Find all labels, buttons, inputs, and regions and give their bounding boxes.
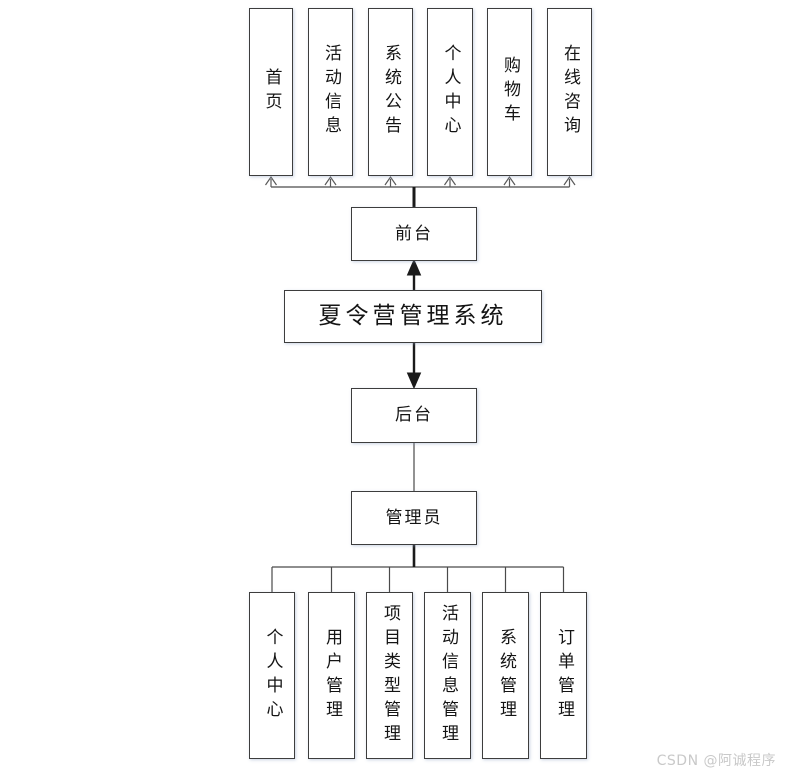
admin-module-project-type-mgmt-label: 项目类型管理 bbox=[380, 603, 400, 748]
front-module-online-consult-label: 在线咨询 bbox=[560, 44, 580, 140]
front-module-online-consult: 在线咨询 bbox=[547, 8, 592, 176]
front-node-label: 前台 bbox=[395, 223, 433, 244]
admin-module-system-mgmt: 系统管理 bbox=[482, 592, 529, 759]
front-node: 前台 bbox=[351, 207, 477, 261]
admin-module-system-mgmt-label: 系统管理 bbox=[496, 627, 516, 724]
front-module-shopping-cart: 购物车 bbox=[487, 8, 532, 176]
system-title-node: 夏令营管理系统 bbox=[284, 290, 542, 343]
arrow-up-title-to-front bbox=[406, 258, 422, 290]
admin-module-user-mgmt: 用户管理 bbox=[308, 592, 355, 759]
back-node: 后台 bbox=[351, 388, 477, 443]
back-node-label: 后台 bbox=[395, 405, 433, 425]
system-title-label: 夏令营管理系统 bbox=[318, 303, 508, 329]
admin-node-label: 管理员 bbox=[385, 507, 443, 528]
front-module-home: 首页 bbox=[249, 8, 293, 176]
admin-module-activity-info-mgmt: 活动信息管理 bbox=[424, 592, 471, 759]
arrow-down-title-to-back bbox=[406, 343, 422, 390]
front-module-personal-center: 个人中心 bbox=[427, 8, 473, 176]
admin-module-personal-center: 个人中心 bbox=[249, 592, 295, 759]
top-arrowheads bbox=[265, 175, 576, 187]
front-module-system-notice: 系统公告 bbox=[368, 8, 413, 176]
csdn-watermark: CSDN @阿诚程序 bbox=[656, 753, 776, 769]
front-module-shopping-cart-label: 购物车 bbox=[500, 56, 520, 128]
front-module-activity-info: 活动信息 bbox=[308, 8, 353, 176]
bottom-bus-drops bbox=[271, 567, 565, 592]
admin-module-personal-center-label: 个人中心 bbox=[262, 627, 283, 724]
admin-module-activity-info-mgmt-label: 活动信息管理 bbox=[438, 603, 458, 748]
admin-module-project-type-mgmt: 项目类型管理 bbox=[366, 592, 413, 759]
front-module-system-notice-label: 系统公告 bbox=[381, 44, 401, 140]
front-module-home-label: 首页 bbox=[261, 68, 282, 116]
admin-node: 管理员 bbox=[351, 491, 477, 545]
front-module-personal-center-label: 个人中心 bbox=[440, 44, 461, 140]
admin-module-user-mgmt-label: 用户管理 bbox=[322, 627, 342, 724]
front-module-activity-info-label: 活动信息 bbox=[321, 44, 341, 140]
admin-module-order-mgmt-label: 订单管理 bbox=[554, 627, 574, 724]
admin-module-order-mgmt: 订单管理 bbox=[540, 592, 587, 759]
